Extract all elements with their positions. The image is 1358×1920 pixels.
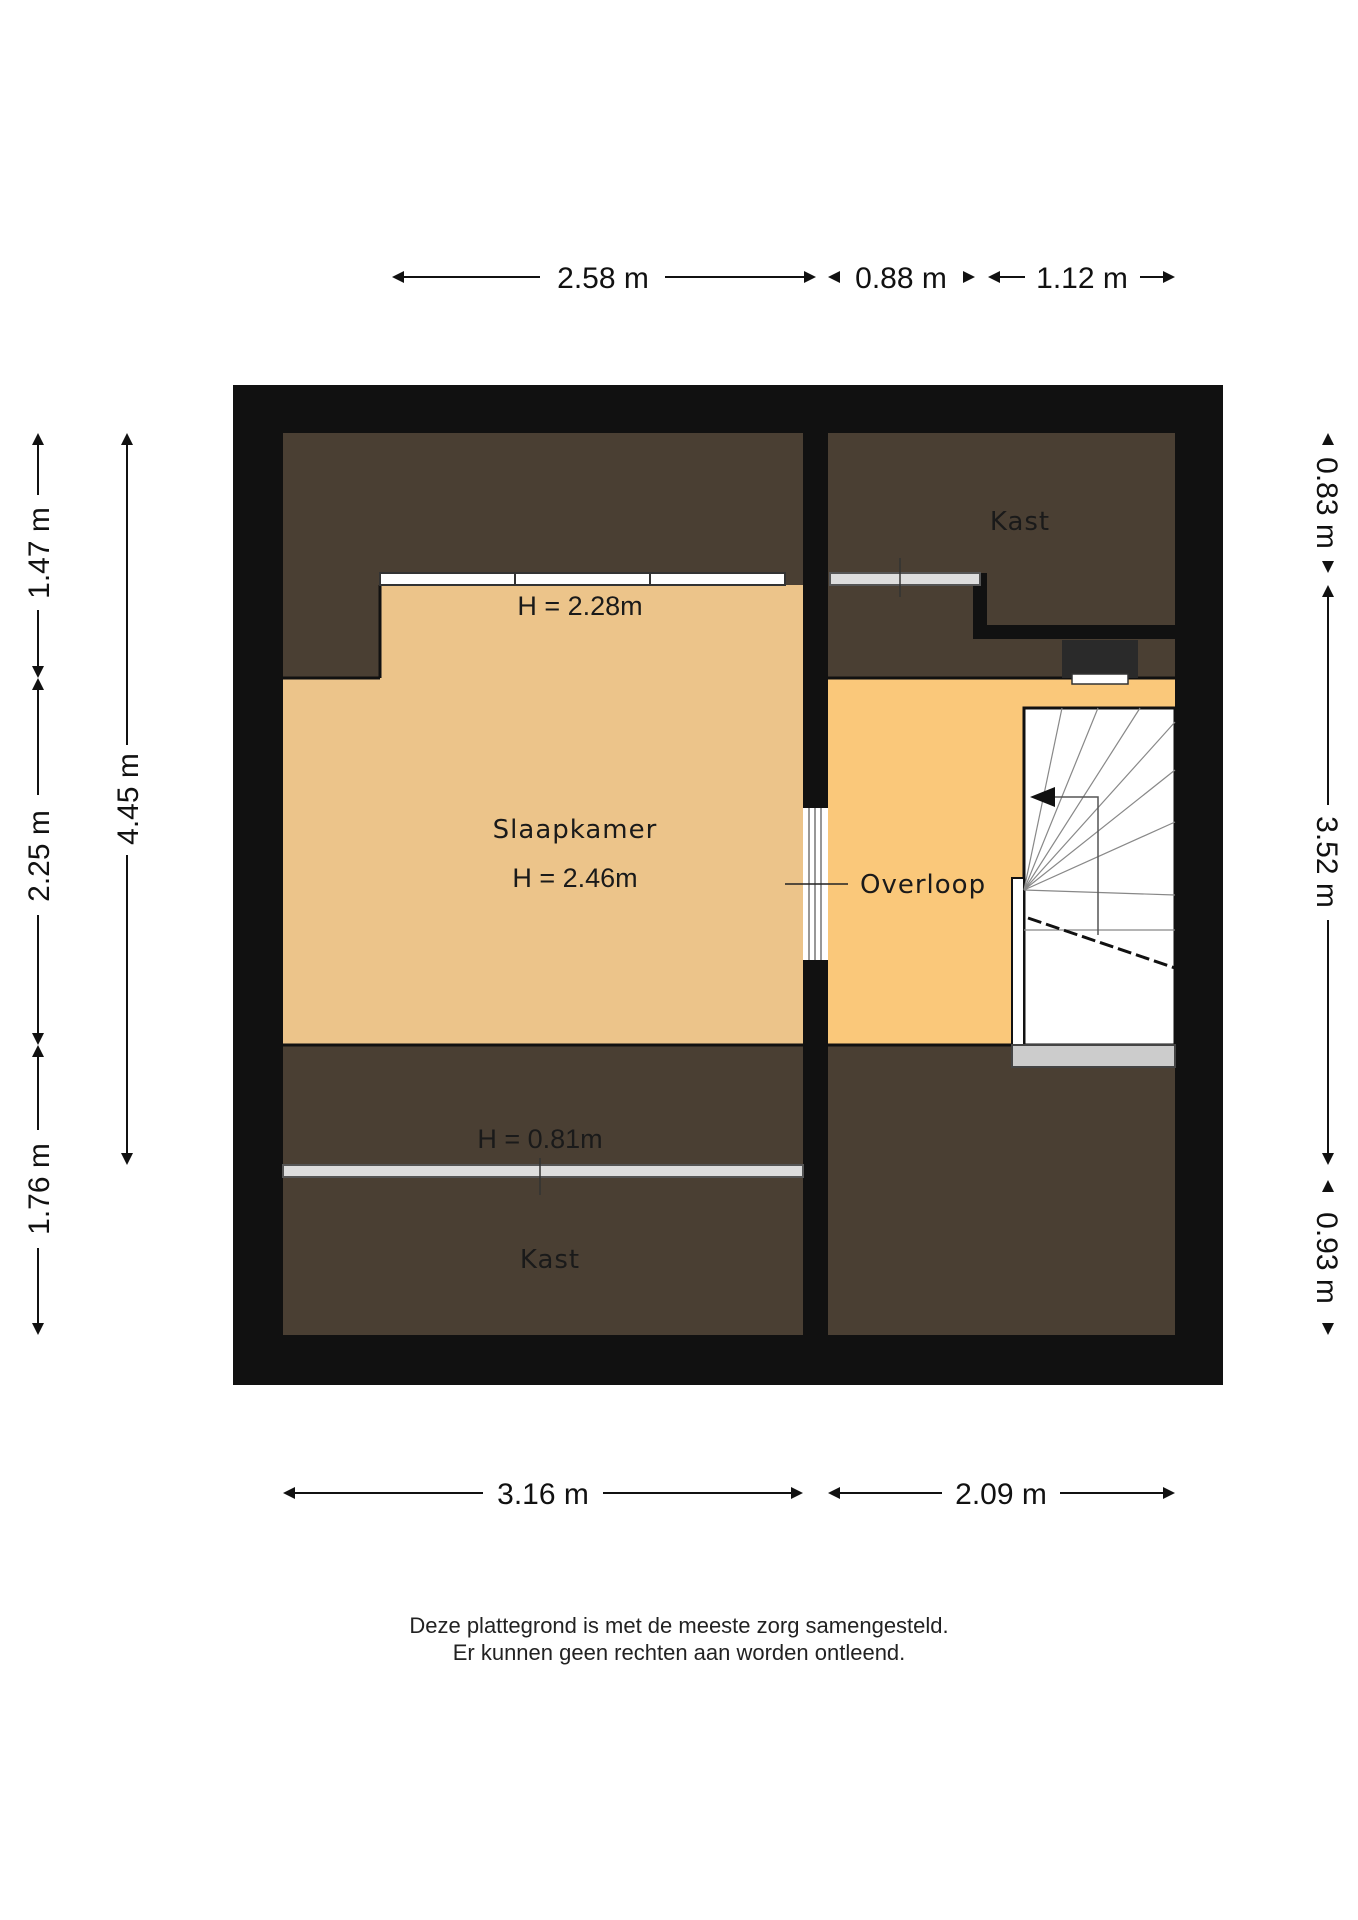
staircase — [1011, 706, 1177, 1068]
partition-wall-vertical-lower — [803, 960, 828, 1335]
disclaimer: Deze plattegrond is met de meeste zorg s… — [0, 1612, 1358, 1666]
chimney-vent-base — [1071, 673, 1129, 685]
skylight-window — [379, 572, 786, 586]
slaapkamer-floor — [283, 585, 803, 1045]
dimension-left-inner-label: 4.45 m — [112, 753, 145, 845]
dimension-top-1: 2.58 m — [392, 262, 816, 295]
kast-bottom-area — [283, 1045, 803, 1335]
dimension-left-2-label: 2.25 m — [23, 810, 56, 902]
dimension-top-2-label: 0.88 m — [855, 262, 947, 295]
sliding-door-track-bottom — [282, 1164, 804, 1178]
sliding-door-track-top — [829, 572, 981, 586]
dimension-bottom-1: 3.16 m — [283, 1478, 803, 1511]
disclaimer-line-2: Er kunnen geen rechten aan worden ontlee… — [452, 1640, 906, 1665]
dimension-right-1-label: 0.83 m — [1310, 457, 1343, 549]
chimney-vent — [1062, 640, 1138, 678]
dimension-left-3-label: 1.76 m — [23, 1143, 56, 1235]
dimension-right-1: 0.83 m — [1310, 433, 1343, 573]
dimension-right-3-label: 0.93 m — [1310, 1212, 1343, 1304]
dimension-left-1-label: 1.47 m — [23, 507, 56, 599]
dimension-top-3: 1.12 m — [988, 262, 1175, 295]
dimension-left-1: 1.47 m — [23, 433, 56, 678]
attic-area-bottom-right — [828, 1045, 1175, 1335]
dimension-bottom-2-label: 2.09 m — [955, 1478, 1047, 1511]
dimension-left-3: 1.76 m — [23, 1045, 56, 1335]
dimension-left-inner: 4.45 m — [112, 433, 145, 1165]
dimension-right-2: 3.52 m — [1310, 585, 1343, 1165]
dimension-bottom-2: 2.09 m — [828, 1478, 1175, 1511]
dimension-top-2: 0.88 m — [828, 262, 975, 295]
dimension-left-2: 2.25 m — [23, 678, 56, 1045]
partition-wall-vertical-upper — [803, 433, 828, 808]
dimension-top-3-label: 1.12 m — [1036, 262, 1128, 295]
kast-top-wall — [973, 573, 1175, 639]
dimension-right-2-label: 3.52 m — [1310, 816, 1343, 908]
dimension-top-1-label: 2.58 m — [557, 262, 649, 295]
disclaimer-line-1: Deze plattegrond is met de meeste zorg s… — [409, 1613, 949, 1638]
dimension-right-3: 0.93 m — [1310, 1180, 1343, 1335]
dimension-bottom-1-label: 3.16 m — [497, 1478, 589, 1511]
